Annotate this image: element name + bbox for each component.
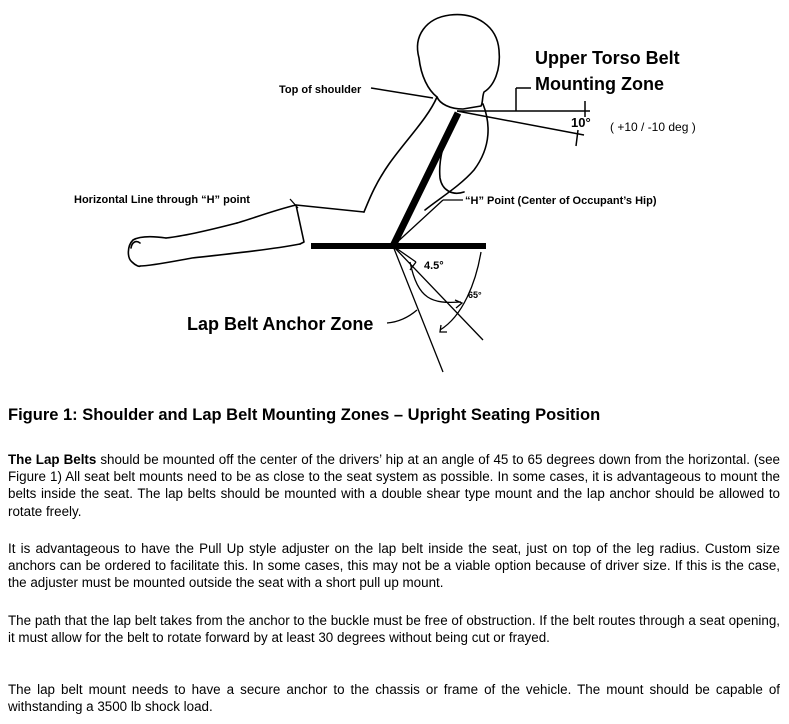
paragraph-lap-belts: The Lap Belts should be mounted off the … xyxy=(8,451,780,520)
paragraph-belt-path: The path that the lap belt takes from th… xyxy=(8,613,780,646)
angle-range-label: ( +10 / -10 deg ) xyxy=(610,120,696,134)
paragraph-mount-strength: The lap belt mount needs to have a secur… xyxy=(8,682,780,715)
seat-belt-diagram: Upper Torso Belt Mounting Zone Top of sh… xyxy=(74,13,696,373)
ten-degree-label: 10° xyxy=(571,115,591,130)
paragraph-adjuster: It is advantageous to have the Pull Up s… xyxy=(8,541,780,591)
figure-caption: Figure 1: Shoulder and Lap Belt Mounting… xyxy=(8,406,601,424)
h-point-label: “H” Point (Center of Occupant’s Hip) xyxy=(465,195,657,207)
h-point-leaders xyxy=(289,198,463,247)
angle-45-label: 4.5° xyxy=(424,260,444,272)
lap-belt-anchor-zone-label: Lap Belt Anchor Zone xyxy=(187,314,373,334)
top-of-shoulder-label: Top of shoulder xyxy=(279,84,362,96)
horizontal-line-label: Horizontal Line through “H” point xyxy=(74,194,250,206)
lap-belts-lead: The Lap Belts xyxy=(8,452,97,467)
angle-65-label: 65° xyxy=(468,290,482,300)
paragraph-1-text: should be mounted off the center of the … xyxy=(8,452,780,519)
upper-torso-label-line2: Mounting Zone xyxy=(535,74,664,94)
upper-torso-zone-lines xyxy=(370,87,590,147)
upper-torso-label-line1: Upper Torso Belt xyxy=(535,48,680,68)
lap-belt-angle-lines xyxy=(386,245,484,373)
shoulder-belt xyxy=(389,111,462,248)
